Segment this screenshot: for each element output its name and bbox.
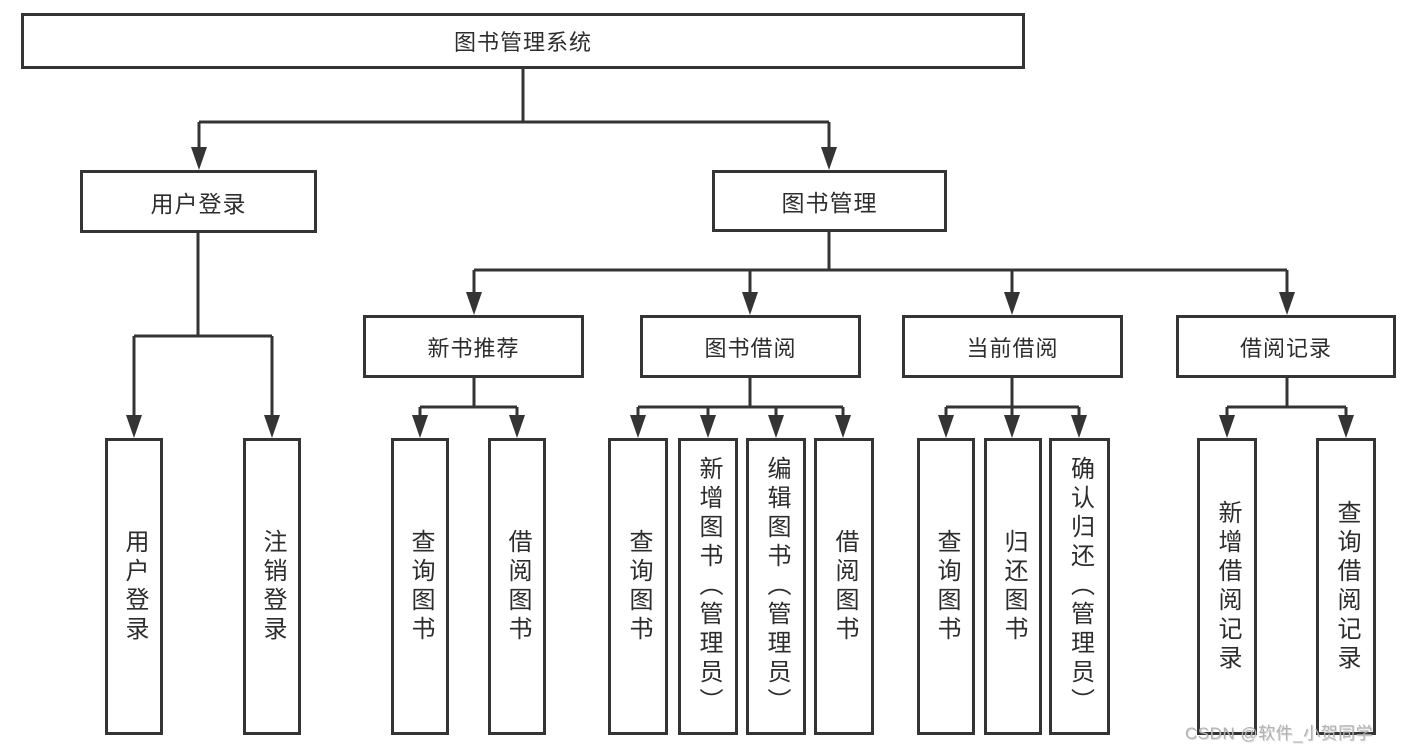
arrow-down-icon (1279, 292, 1295, 315)
node-user-login-group: 用户登录 (80, 170, 317, 233)
leaf-borrow-add-book-admin: 新增图书（管理员） (678, 438, 738, 735)
arrow-down-icon (1219, 415, 1235, 438)
arrow-down-icon (821, 147, 837, 170)
leaf-records-add-record: 新增借阅记录 (1197, 438, 1257, 735)
arrow-down-icon (835, 415, 851, 438)
leaf-current-return-book: 归还图书 (984, 438, 1042, 735)
leaf-borrow-borrow-book: 借阅图书 (814, 438, 874, 735)
tree-edges (132, 69, 1348, 433)
arrow-down-icon (509, 415, 525, 438)
arrow-down-icon (630, 415, 646, 438)
arrow-down-icon (938, 415, 954, 438)
arrow-down-icon (742, 292, 758, 315)
leaf-borrow-query-book: 查询图书 (608, 438, 668, 735)
arrowhead-icons (126, 147, 1354, 438)
arrow-down-icon (264, 415, 280, 438)
csdn-watermark: CSDN @软件_小贺同学 (1185, 724, 1374, 743)
node-book-management: 图书管理 (712, 170, 947, 232)
node-borrow-records: 借阅记录 (1176, 315, 1396, 378)
arrow-down-icon (466, 292, 482, 315)
arrow-down-icon (1004, 415, 1020, 438)
leaf-borrow-edit-book-admin: 编辑图书（管理员） (746, 438, 806, 735)
arrow-down-icon (191, 147, 207, 170)
arrow-down-icon (768, 415, 784, 438)
leaf-current-confirm-return-admin: 确认归还（管理员） (1049, 438, 1110, 735)
arrow-down-icon (1338, 415, 1354, 438)
arrow-down-icon (412, 415, 428, 438)
node-library-system: 图书管理系统 (21, 13, 1025, 69)
arrow-down-icon (1071, 415, 1087, 438)
leaf-records-query-record: 查询借阅记录 (1316, 438, 1376, 735)
leaf-newbooks-borrow-book: 借阅图书 (488, 438, 546, 735)
node-current-borrow: 当前借阅 (902, 315, 1123, 378)
arrow-down-icon (126, 415, 142, 438)
leaf-current-query-book: 查询图书 (917, 438, 975, 735)
leaf-newbooks-query-book: 查询图书 (391, 438, 449, 735)
arrow-down-icon (1004, 292, 1020, 315)
arrow-down-icon (700, 415, 716, 438)
node-book-borrow: 图书借阅 (640, 315, 861, 378)
node-new-book-recommend: 新书推荐 (363, 315, 584, 378)
leaf-logout: 注销登录 (243, 438, 301, 735)
leaf-user-login: 用户登录 (105, 438, 163, 735)
